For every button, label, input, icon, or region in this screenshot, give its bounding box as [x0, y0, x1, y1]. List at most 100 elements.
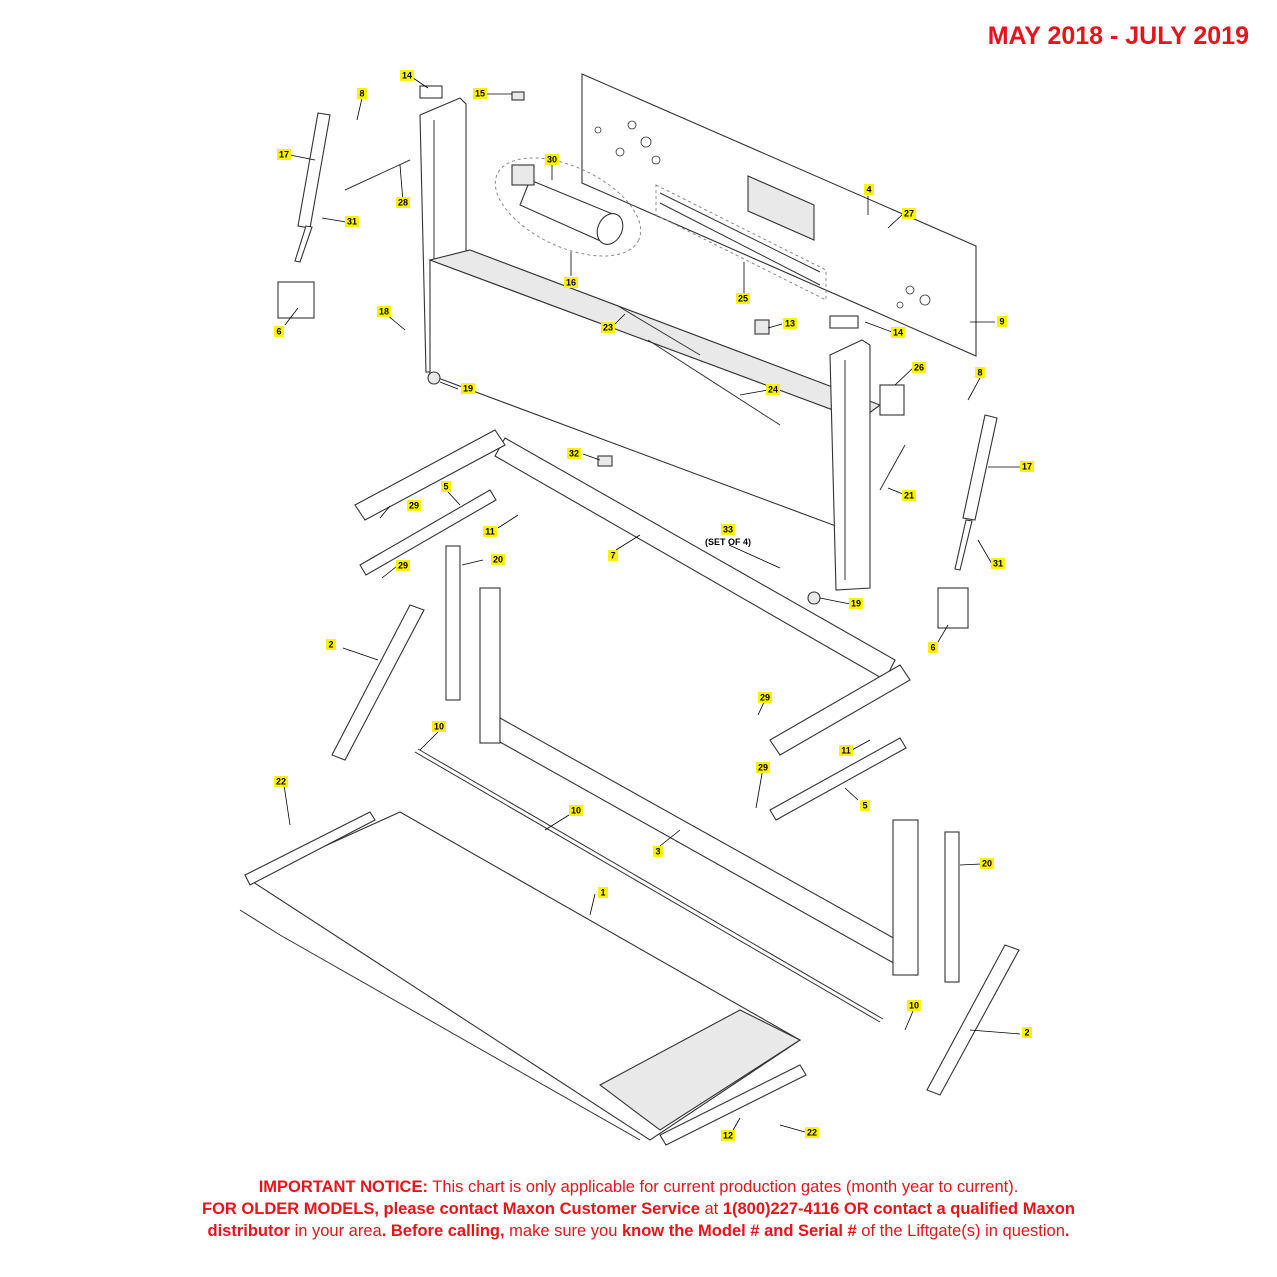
- part-lift-cylinder-right: [926, 944, 1020, 1096]
- callout-10-b: 10: [569, 805, 583, 816]
- svg-text:22: 22: [807, 1128, 817, 1138]
- part-lower-frame: [445, 545, 960, 983]
- callout-4: 4: [864, 184, 874, 195]
- callout-9: 9: [997, 316, 1007, 327]
- svg-text:17: 17: [279, 150, 289, 160]
- svg-text:17: 17: [1022, 462, 1032, 472]
- callout-22-upper: 22: [274, 776, 288, 787]
- callout-8-upper: 8: [357, 88, 367, 99]
- svg-text:14: 14: [893, 328, 903, 338]
- svg-text:10: 10: [434, 722, 444, 732]
- callout-5-lower: 5: [860, 800, 870, 811]
- callout-17-upper: 17: [277, 149, 291, 160]
- svg-text:18: 18: [379, 307, 389, 317]
- callout-5-upper: 5: [441, 481, 451, 492]
- part-main-frame: [419, 97, 882, 591]
- svg-text:4: 4: [866, 185, 871, 195]
- svg-text:33: 33: [723, 525, 733, 535]
- svg-text:29: 29: [758, 763, 768, 773]
- callout-31-lower: 31: [991, 558, 1005, 569]
- svg-text:6: 6: [276, 327, 281, 337]
- callout-17-lower: 17: [1020, 461, 1034, 472]
- svg-text:21: 21: [904, 491, 914, 501]
- callout-20-upper: 20: [491, 554, 505, 565]
- svg-text:30: 30: [547, 155, 557, 165]
- notice-line-2: FOR OLDER MODELS, please contact Maxon C…: [202, 1200, 1075, 1218]
- svg-text:2: 2: [1024, 1028, 1029, 1038]
- svg-text:29: 29: [409, 501, 419, 511]
- callout-13: 13: [783, 318, 797, 329]
- callout-24: 24: [766, 384, 780, 395]
- callout-19-lower: 19: [849, 598, 863, 609]
- callout-31-upper: 31: [345, 216, 359, 227]
- svg-text:32: 32: [569, 449, 579, 459]
- callout-8-lower: 8: [975, 367, 985, 378]
- svg-text:11: 11: [485, 527, 495, 537]
- callout-32: 32: [567, 448, 581, 459]
- svg-text:6: 6: [930, 643, 935, 653]
- svg-text:29: 29: [398, 561, 408, 571]
- svg-text:2: 2: [328, 640, 333, 650]
- exploded-parts-diagram: 1 2 2 3 4 5 5 6 6 7 8 8 9 10 10 10 11 11…: [239, 70, 1034, 1146]
- svg-text:13: 13: [785, 319, 795, 329]
- callout-11-upper: 11: [483, 526, 497, 537]
- part-hardware: [277, 85, 969, 629]
- svg-text:5: 5: [443, 482, 448, 492]
- callout-29-a: 29: [407, 500, 421, 511]
- part-cylinder-right: [954, 414, 998, 571]
- svg-text:1: 1: [600, 888, 605, 898]
- callout-12: 12: [721, 1130, 735, 1141]
- svg-text:31: 31: [347, 217, 357, 227]
- important-notice: IMPORTANT NOTICE: This chart is only app…: [0, 1176, 1277, 1242]
- callout-29-c: 29: [758, 692, 772, 703]
- callout-3: 3: [653, 846, 663, 857]
- part-cables: [655, 184, 827, 301]
- callout-7: 7: [608, 550, 618, 561]
- part-cylinder-left: [294, 112, 331, 263]
- svg-text:14: 14: [402, 71, 412, 81]
- svg-text:20: 20: [493, 555, 503, 565]
- callout-27: 27: [902, 208, 916, 219]
- svg-text:8: 8: [359, 89, 364, 99]
- callout-10-c: 10: [907, 1000, 921, 1011]
- part-parallel-arm-right: [769, 737, 907, 821]
- svg-text:8: 8: [977, 368, 982, 378]
- svg-text:31: 31: [993, 559, 1003, 569]
- callout-10-a: 10: [432, 721, 446, 732]
- notice-line-3: distributor in your area. Before calling…: [207, 1222, 1070, 1240]
- callout-33: 33: [721, 524, 735, 535]
- svg-text:22: 22: [276, 777, 286, 787]
- svg-text:10: 10: [571, 806, 581, 816]
- part-platform: [239, 811, 807, 1146]
- svg-text:10: 10: [909, 1001, 919, 1011]
- part-torsion-tube: [354, 429, 911, 756]
- part-parallel-arm-left: [359, 489, 497, 576]
- svg-text:23: 23: [603, 323, 613, 333]
- callout-6-lower: 6: [928, 642, 938, 653]
- svg-text:28: 28: [398, 198, 408, 208]
- svg-text:27: 27: [904, 209, 914, 219]
- callout-25: 25: [736, 293, 750, 304]
- callout-30: 30: [545, 154, 559, 165]
- date-range-title: MAY 2018 - JULY 2019: [987, 22, 1249, 50]
- svg-text:7: 7: [610, 551, 615, 561]
- svg-text:11: 11: [841, 746, 851, 756]
- callout-22-lower: 22: [805, 1127, 819, 1138]
- notice-line-1: IMPORTANT NOTICE: This chart is only app…: [258, 1178, 1019, 1196]
- svg-text:19: 19: [851, 599, 861, 609]
- svg-text:24: 24: [768, 385, 778, 395]
- callout-29-b: 29: [396, 560, 410, 571]
- svg-text:12: 12: [723, 1131, 733, 1141]
- part-pump-unit: [494, 157, 642, 257]
- callout-29-d: 29: [756, 762, 770, 773]
- part-back-panel: [581, 73, 977, 357]
- callout-23: 23: [601, 322, 615, 333]
- svg-text:26: 26: [914, 363, 924, 373]
- svg-text:29: 29: [760, 693, 770, 703]
- svg-text:3: 3: [655, 847, 660, 857]
- callout-21: 21: [902, 490, 916, 501]
- svg-text:15: 15: [475, 89, 485, 99]
- svg-text:19: 19: [463, 384, 473, 394]
- callout-11-lower: 11: [839, 745, 853, 756]
- callout-33-note: (SET OF 4): [705, 537, 751, 547]
